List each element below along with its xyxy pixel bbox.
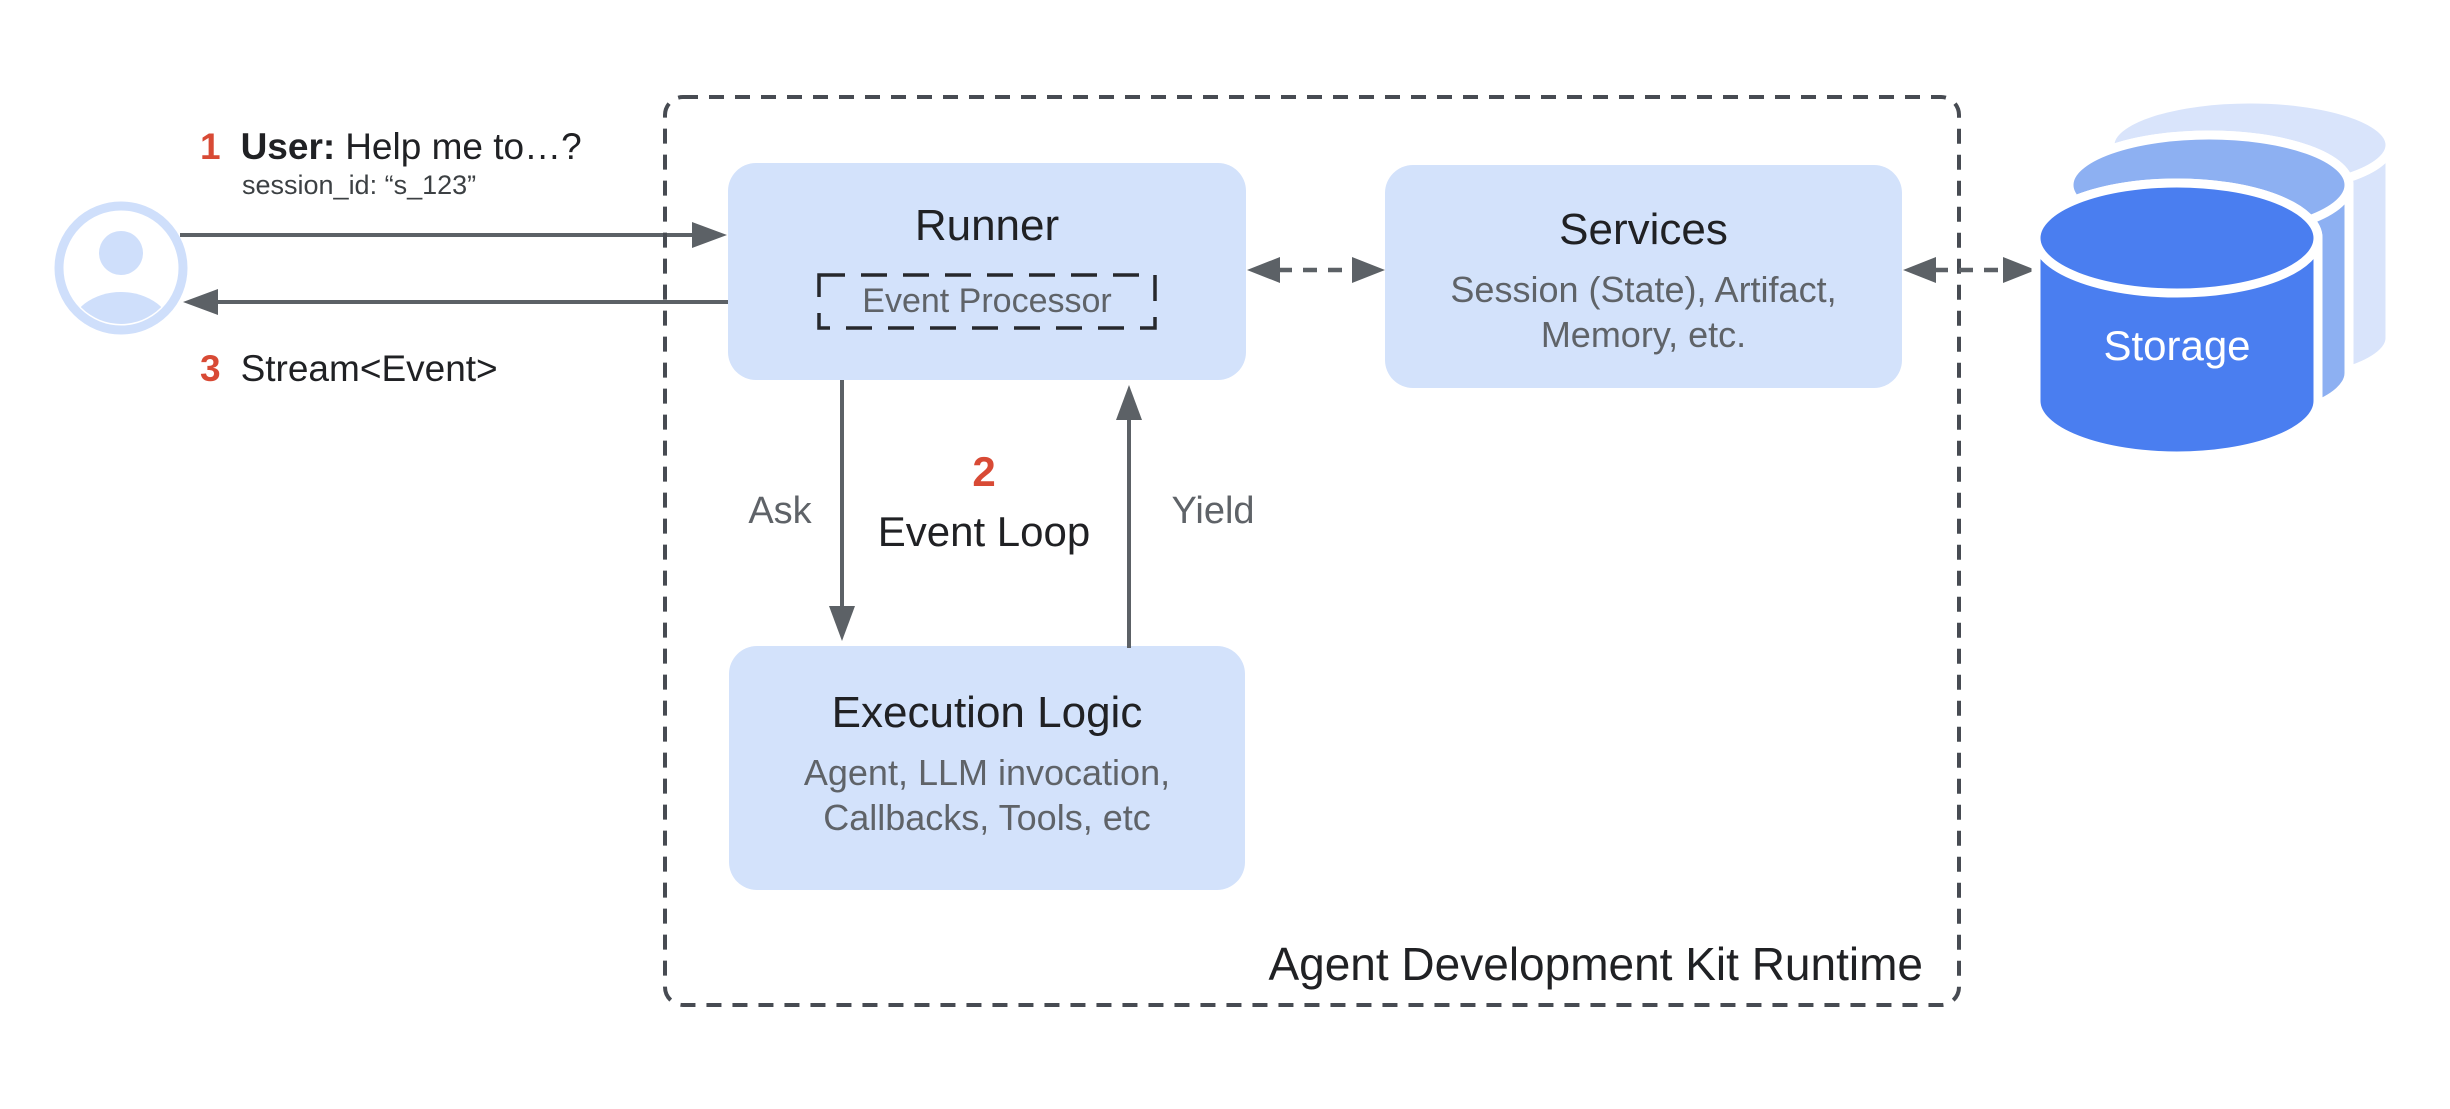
event-loop-label: 2 Event Loop	[859, 448, 1109, 556]
services-subtitle-line1: Session (State), Artifact,	[1450, 269, 1837, 310]
services-subtitle: Session (State), Artifact, Memory, etc.	[1385, 267, 1902, 357]
storage-icon	[2031, 94, 2395, 461]
adk-runtime-container: Agent Development Kit Runtime	[663, 95, 1961, 1007]
runtime-dashed-border	[663, 95, 1961, 1007]
session-id-label: session_id: “s_123”	[242, 170, 477, 200]
execution-logic-subtitle: Agent, LLM invocation, Callbacks, Tools,…	[729, 750, 1245, 840]
event-processor-label: Event Processor	[862, 282, 1112, 320]
user-actor-label: User:	[240, 126, 336, 167]
event-loop-title: Event Loop	[877, 508, 1091, 555]
services-title: Services	[1559, 205, 1728, 254]
event-processor-box: Event Processor	[817, 273, 1157, 330]
stream-event-label: 3 Stream<Event>	[200, 346, 498, 392]
runtime-title-label: Agent Development Kit Runtime	[1268, 938, 1923, 990]
ask-label: Ask	[748, 490, 812, 532]
stream-event-text: Stream<Event>	[240, 348, 498, 389]
services-subtitle-line2: Memory, etc.	[1540, 314, 1747, 355]
user-request-label: 1 User:Help me to…?	[200, 124, 582, 170]
services-storage-arrow	[1903, 257, 2036, 283]
runner-services-arrow	[1247, 257, 1385, 283]
execution-logic-title: Execution Logic	[831, 688, 1143, 737]
execution-subtitle-line1: Agent, LLM invocation,	[803, 752, 1171, 793]
step-2-number: 2	[972, 448, 996, 495]
event-processor-dashed-border	[817, 273, 1157, 330]
ask-arrow	[829, 380, 855, 641]
yield-label: Yield	[1171, 490, 1255, 532]
response-arrow	[183, 289, 728, 315]
storage-label: Storage	[2103, 322, 2251, 369]
user-icon	[54, 201, 188, 335]
step-1-number: 1	[200, 126, 221, 167]
user-message-text: Help me to…?	[345, 126, 582, 167]
runner-box: Runner Event Processor	[728, 163, 1246, 380]
runner-title: Runner	[914, 201, 1060, 250]
execution-subtitle-line2: Callbacks, Tools, etc	[823, 797, 1151, 838]
yield-arrow	[1116, 385, 1142, 648]
execution-logic-box: Execution Logic Agent, LLM invocation, C…	[729, 646, 1245, 890]
services-box: Services Session (State), Artifact, Memo…	[1385, 165, 1902, 388]
request-arrow	[180, 222, 727, 248]
step-3-number: 3	[200, 348, 221, 389]
